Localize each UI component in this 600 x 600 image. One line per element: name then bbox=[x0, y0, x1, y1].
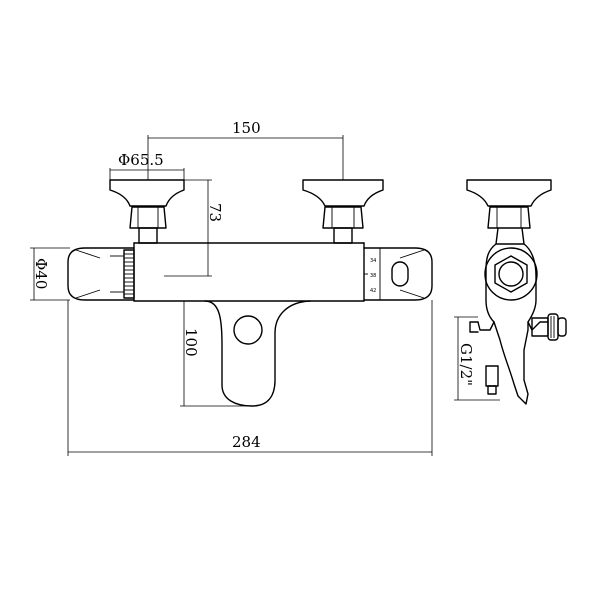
dimension-100-label: 100 bbox=[182, 328, 200, 357]
side-handle-hex bbox=[494, 255, 528, 293]
dimension-284: 284 bbox=[67, 300, 433, 456]
dimension-diameter-40-label: Φ40 bbox=[32, 258, 50, 289]
grip-ribs bbox=[124, 253, 134, 295]
side-outlet bbox=[493, 321, 529, 405]
side-diverter bbox=[485, 365, 499, 395]
dimension-diameter-40: Φ40 bbox=[30, 247, 70, 301]
front-view: 34 38 42 150 Φ65.5 73 bbox=[30, 119, 433, 456]
left-wall-flange bbox=[109, 179, 185, 244]
side-view: G1/2" bbox=[454, 179, 567, 405]
dimension-diameter-65-5-label: Φ65.5 bbox=[118, 151, 164, 169]
right-wall-flange bbox=[302, 179, 384, 244]
dimension-diameter-65-5: Φ65.5 bbox=[109, 151, 185, 180]
dimension-73-label: 73 bbox=[206, 203, 224, 222]
right-handle: 34 38 42 bbox=[363, 247, 433, 301]
dimension-284-label: 284 bbox=[232, 433, 261, 451]
dimension-150: 150 bbox=[147, 119, 344, 180]
side-shower-connector bbox=[531, 313, 567, 341]
temp-label-42: 42 bbox=[370, 288, 376, 294]
temp-label-38: 38 bbox=[370, 273, 376, 279]
left-handle bbox=[67, 247, 135, 301]
dimension-73: 73 bbox=[164, 179, 224, 277]
dimension-g12-label: G1/2" bbox=[457, 343, 475, 386]
outlet-body bbox=[204, 300, 311, 407]
dimension-100: 100 bbox=[180, 300, 252, 407]
side-wall-flange bbox=[466, 179, 552, 207]
valve-body bbox=[133, 242, 365, 302]
dimension-g12: G1/2" bbox=[454, 316, 500, 401]
outlet-hole bbox=[233, 315, 263, 345]
dimension-150-label: 150 bbox=[232, 119, 261, 137]
temp-label-34: 34 bbox=[370, 258, 376, 264]
side-handle-outer bbox=[484, 247, 538, 301]
